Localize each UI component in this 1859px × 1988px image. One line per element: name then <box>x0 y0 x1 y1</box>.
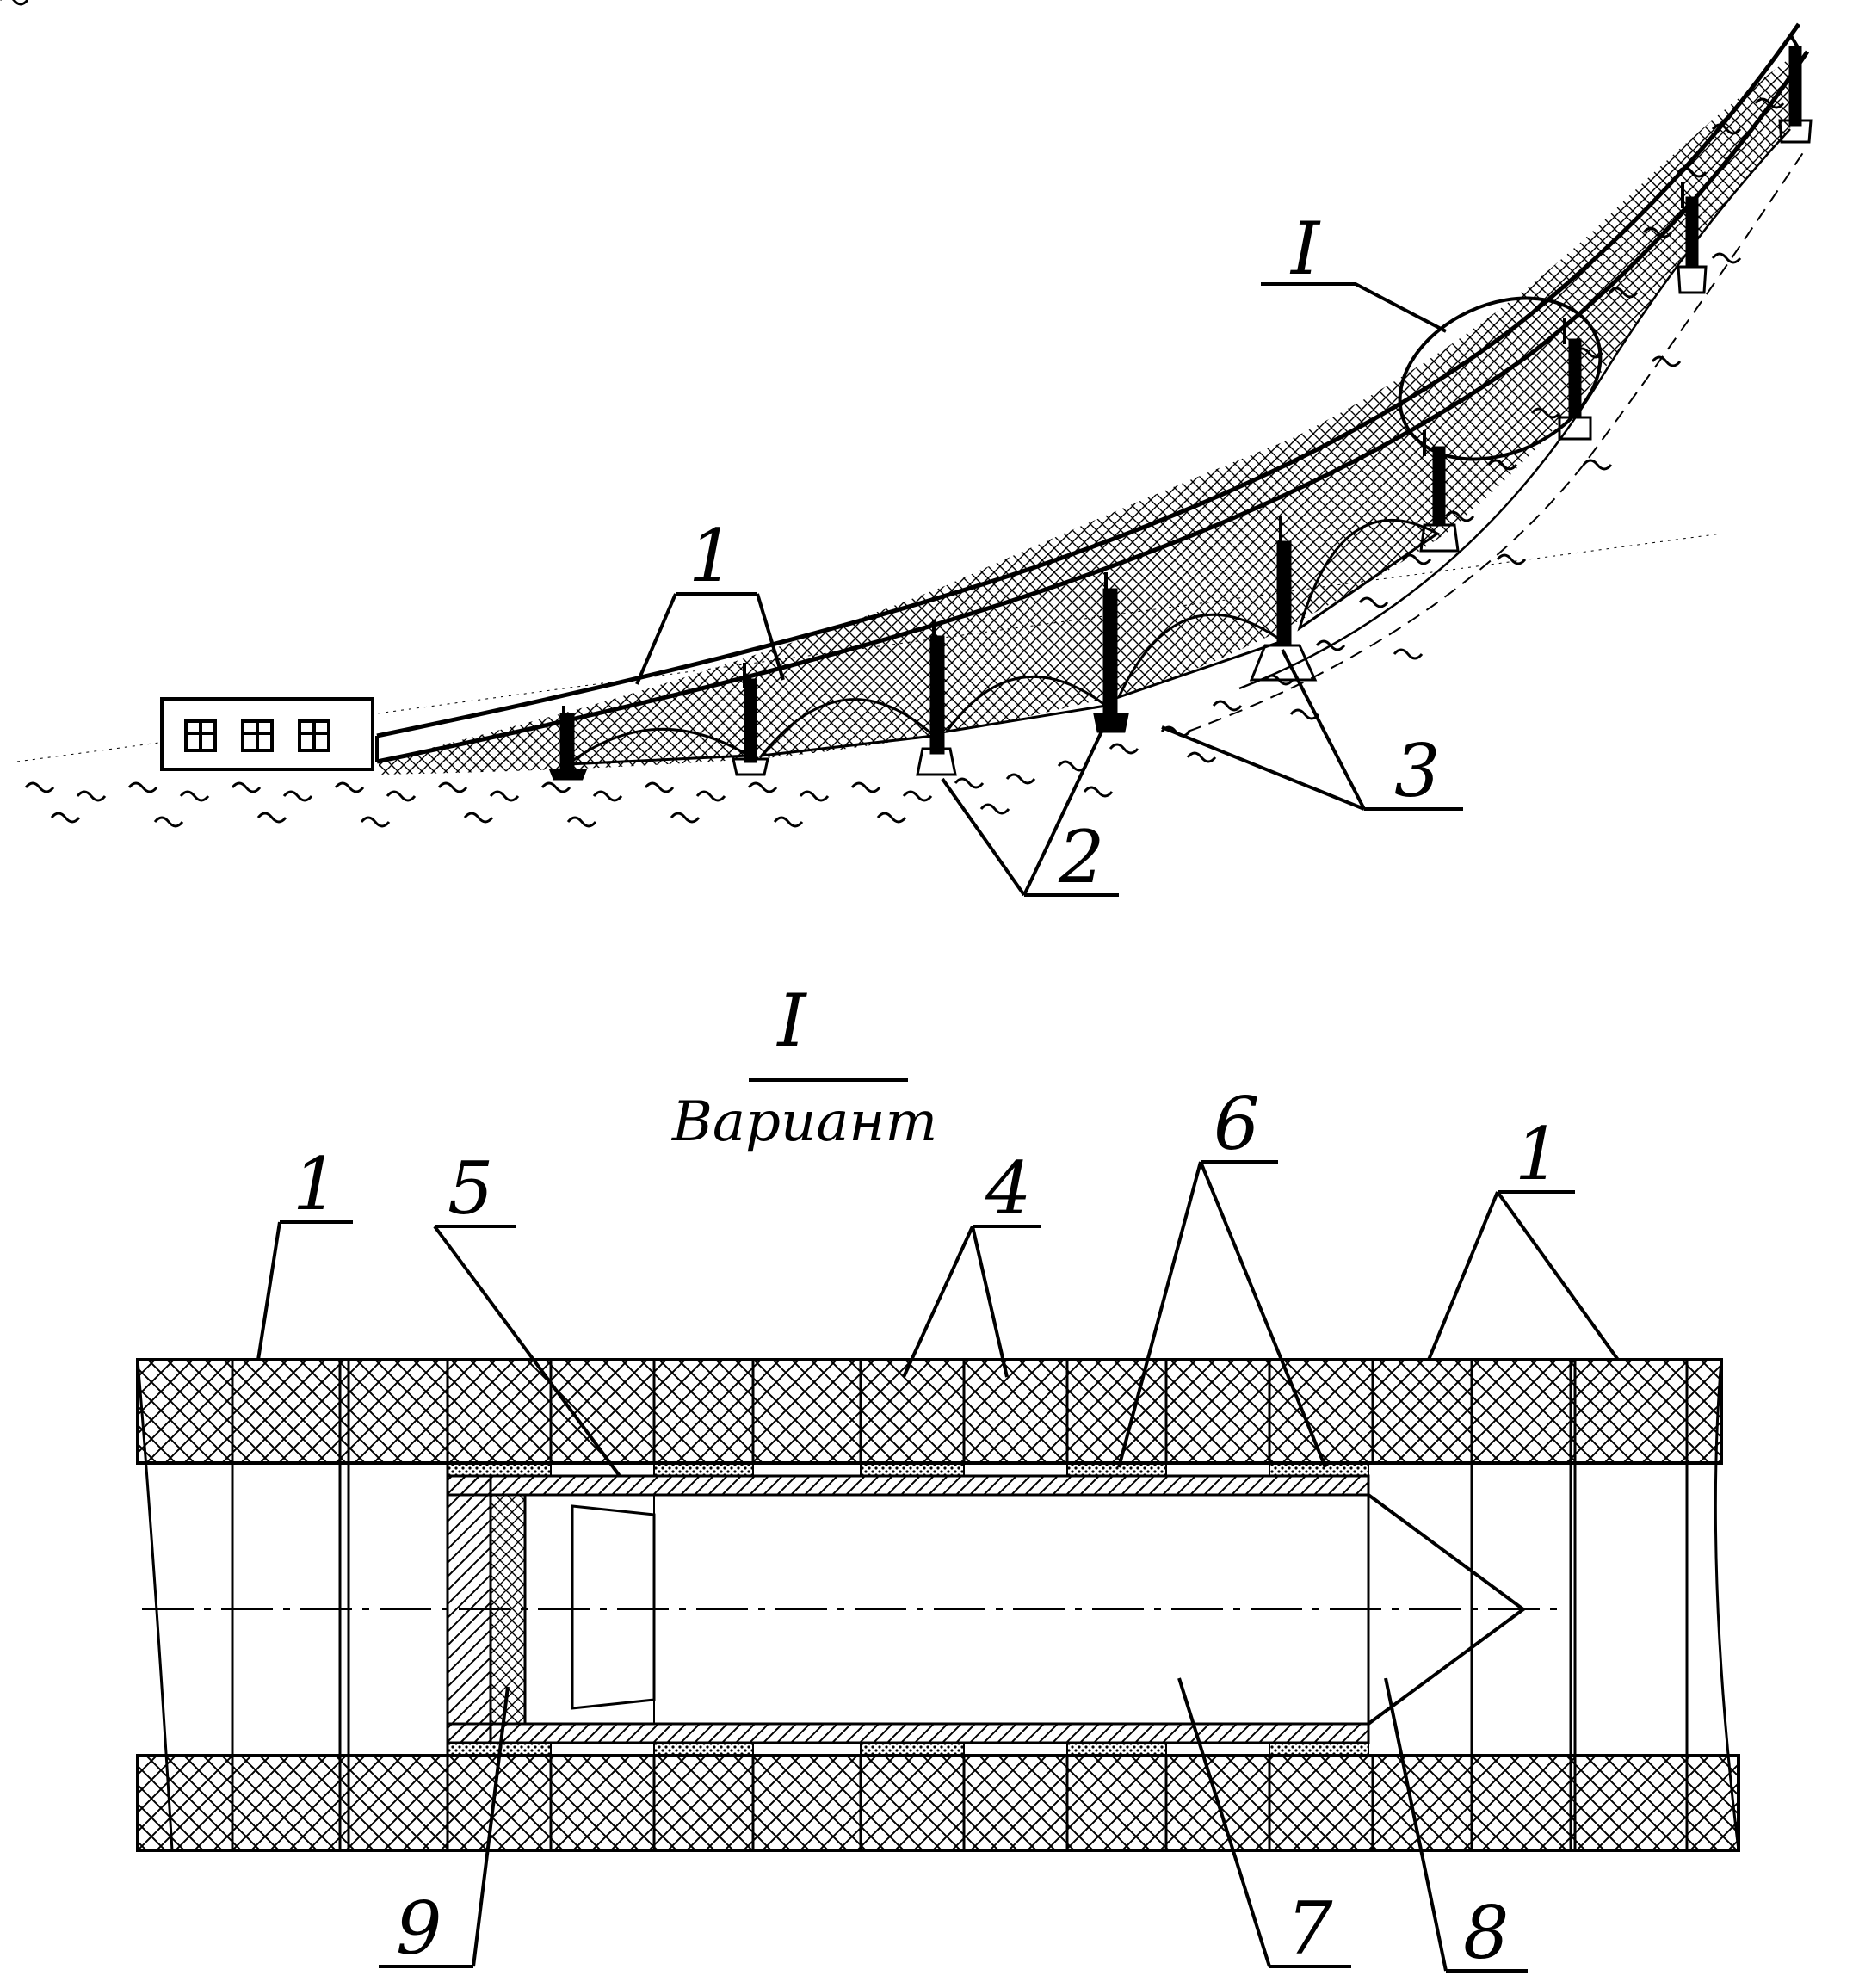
label-pipe-right: 1 <box>1515 1112 1560 1196</box>
section-title: I <box>775 979 807 1063</box>
section-subtitle: Вариант <box>671 1090 937 1154</box>
label-seal: 5 <box>448 1146 493 1231</box>
label-nose: 8 <box>1463 1891 1509 1975</box>
section-leaders <box>256 1160 1620 1973</box>
elevation-view: I 1 2 3 <box>0 0 1813 899</box>
foundations <box>548 119 1813 781</box>
seal-bands <box>447 1462 1369 1756</box>
label-bands: 6 <box>1214 1082 1259 1166</box>
pipe-wall-top <box>136 1358 1723 1465</box>
label-foundation: 3 <box>1394 729 1440 813</box>
label-detail-marker: I <box>1289 207 1321 291</box>
pipe-wall-bottom <box>136 1754 1740 1852</box>
label-tail-layer: 9 <box>396 1886 442 1971</box>
label-support: 2 <box>1058 815 1104 899</box>
label-pipe-blocks: 4 <box>985 1146 1031 1231</box>
pipeline <box>375 22 1810 764</box>
label-body: 7 <box>1287 1886 1333 1971</box>
label-pipe-left: 1 <box>293 1142 338 1226</box>
truss <box>379 52 1799 775</box>
supports <box>559 46 1802 772</box>
section-view: I Вариант <box>136 979 1740 1975</box>
upper-leaders <box>635 282 1463 897</box>
pipe-outer-edges <box>136 1359 1740 1851</box>
capsule <box>446 1474 1527 1744</box>
detail-ellipse <box>1398 296 1603 461</box>
building <box>160 697 374 771</box>
arches <box>564 518 1440 766</box>
label-pipe: 1 <box>689 514 734 598</box>
capsule-nose <box>1367 1493 1527 1726</box>
block-joints <box>231 1360 1689 1850</box>
